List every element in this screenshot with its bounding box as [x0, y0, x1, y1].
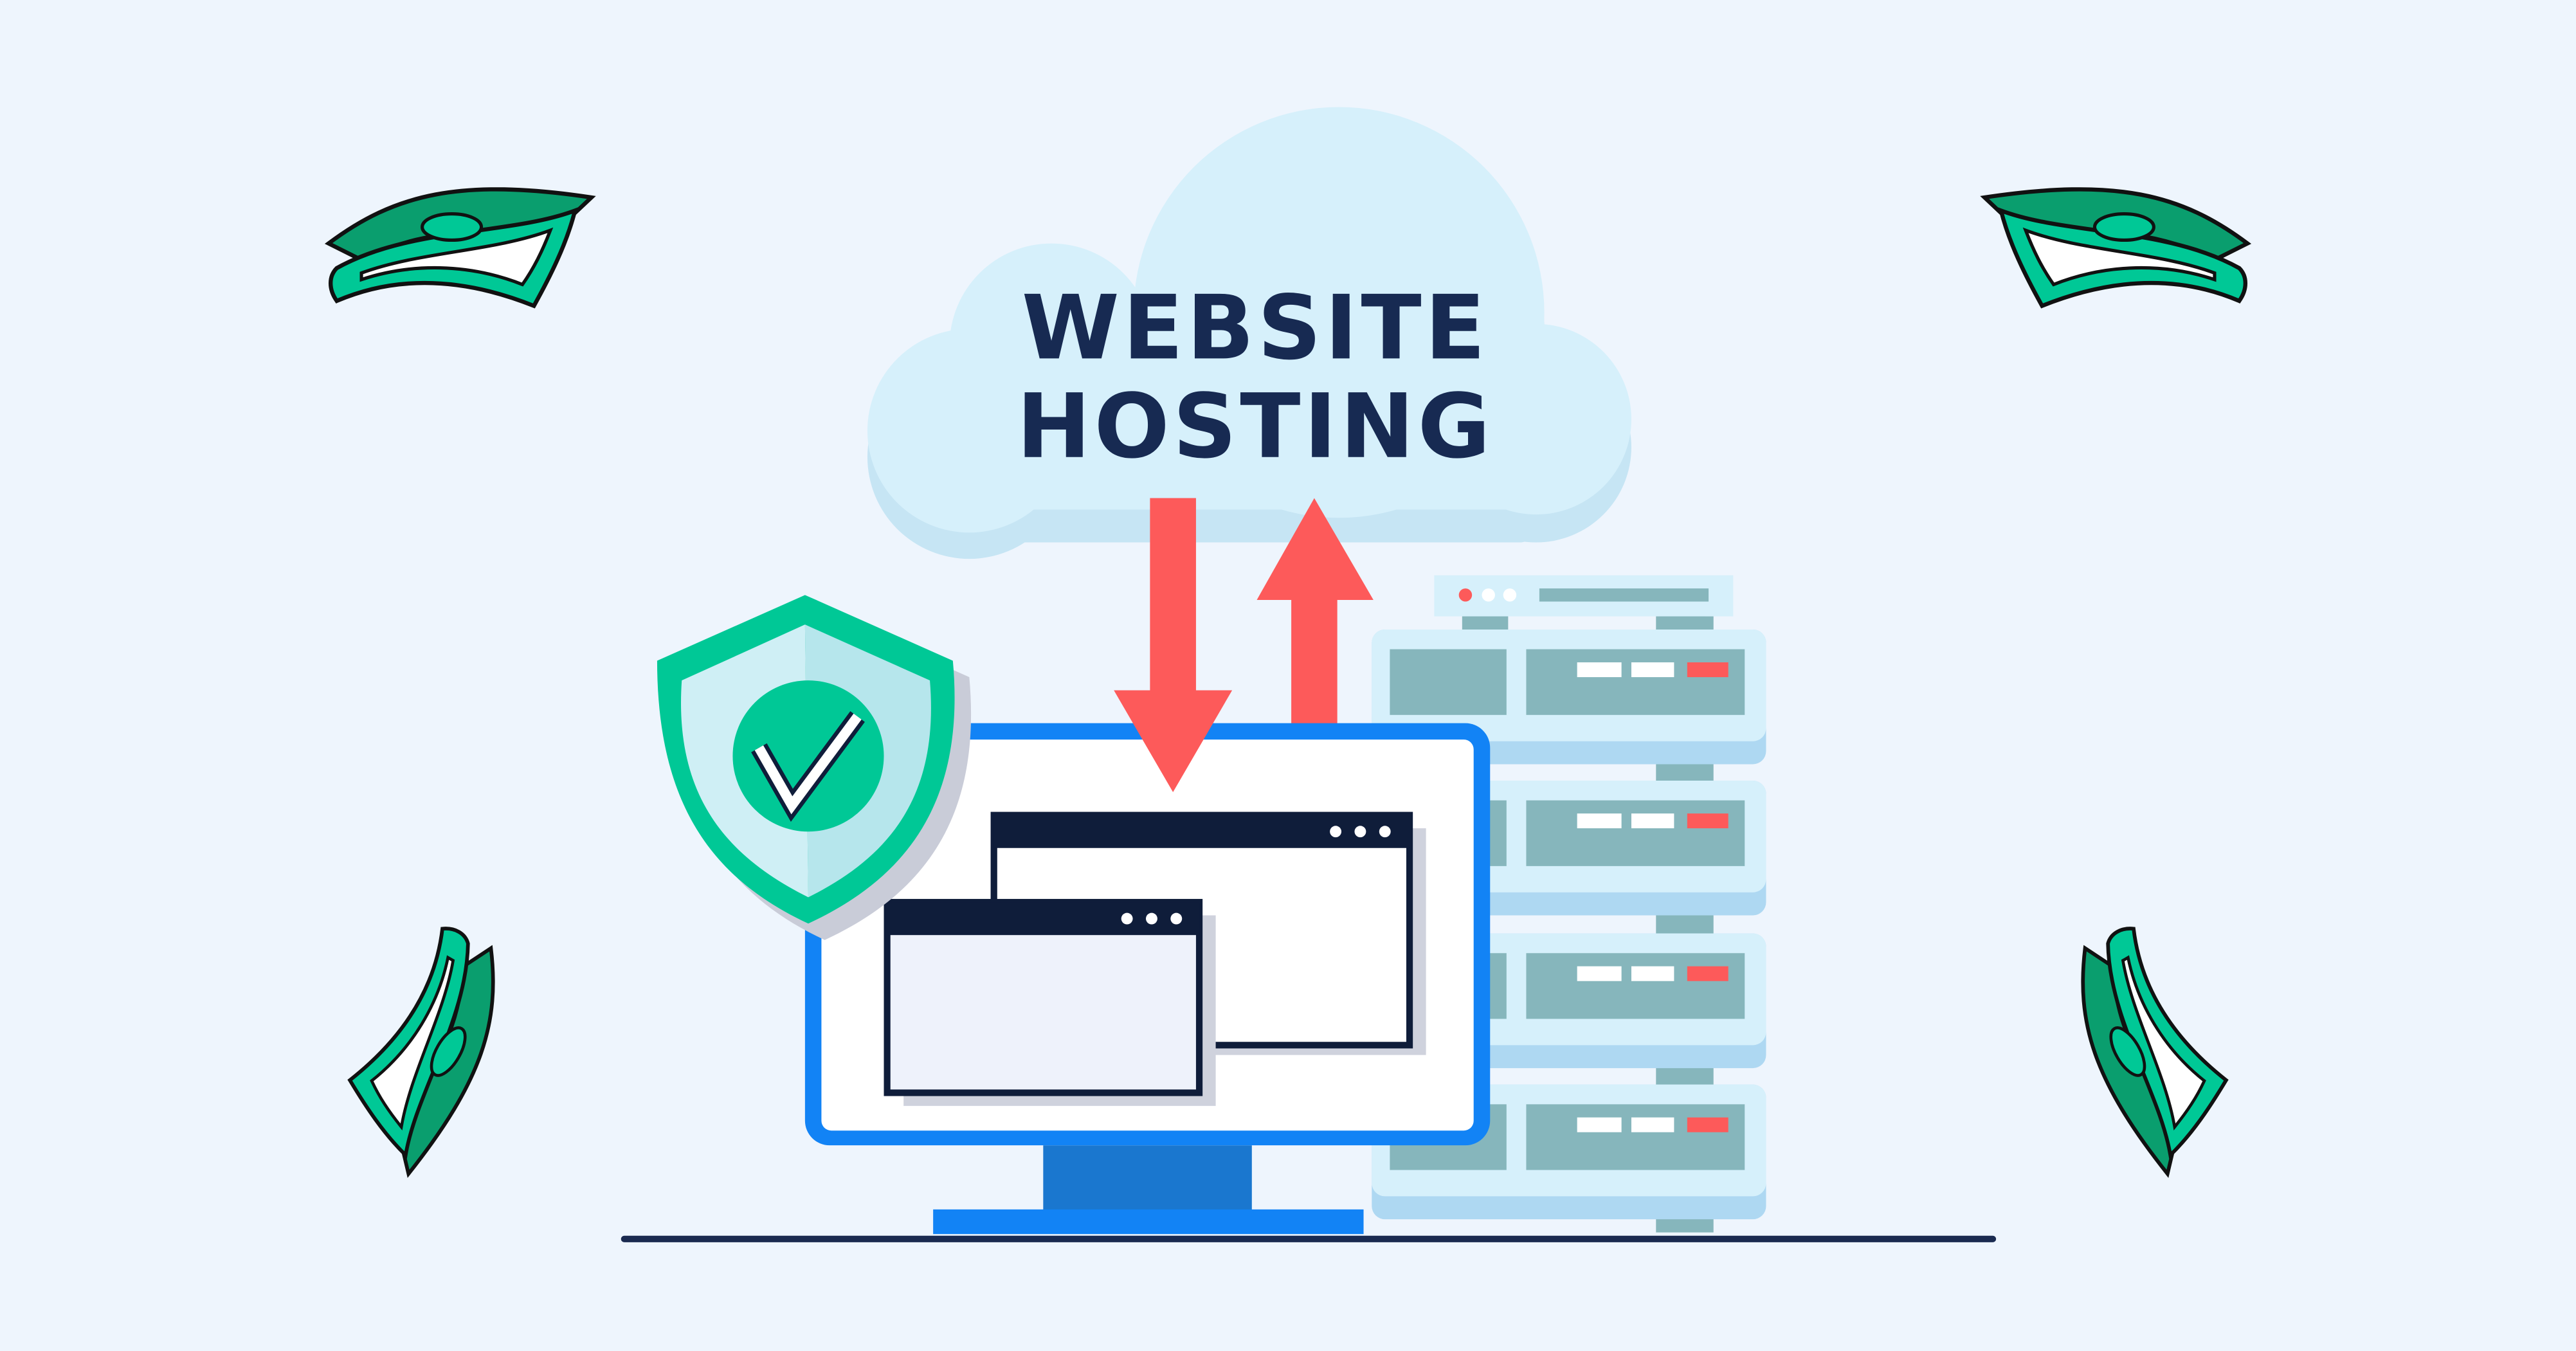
upload-arrow-icon [1256, 498, 1374, 730]
status-light-red [1458, 588, 1473, 602]
headline-line1: WEBSITE [1022, 276, 1489, 379]
server-unit [1372, 1084, 1766, 1220]
headline-line2: HOSTING [1017, 375, 1494, 478]
shield-check-icon [657, 595, 972, 940]
cloud-icon: WEBSITE HOSTING [867, 107, 1631, 559]
download-arrow-icon [1114, 498, 1233, 792]
monitor-stand [1043, 1145, 1252, 1211]
server-rack-icon [1372, 575, 1766, 1233]
monitor-base [933, 1209, 1364, 1235]
browser-window-icon [884, 898, 1216, 1106]
